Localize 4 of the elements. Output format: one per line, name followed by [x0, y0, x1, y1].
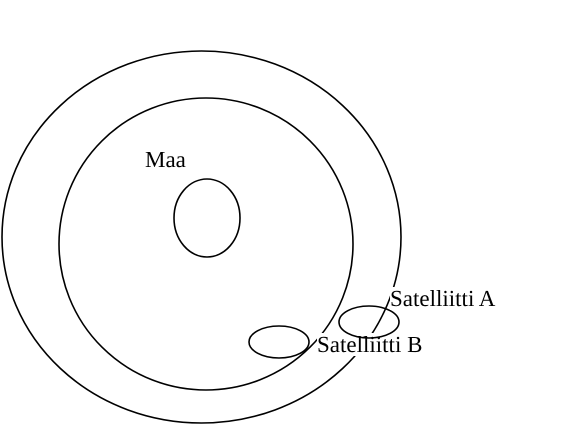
satellite-label: Satelliitti A: [390, 287, 496, 310]
satellite-label: Satelliitti B: [317, 333, 422, 356]
planet-ellipse: [173, 178, 241, 258]
satellite-ellipse: [248, 325, 310, 359]
